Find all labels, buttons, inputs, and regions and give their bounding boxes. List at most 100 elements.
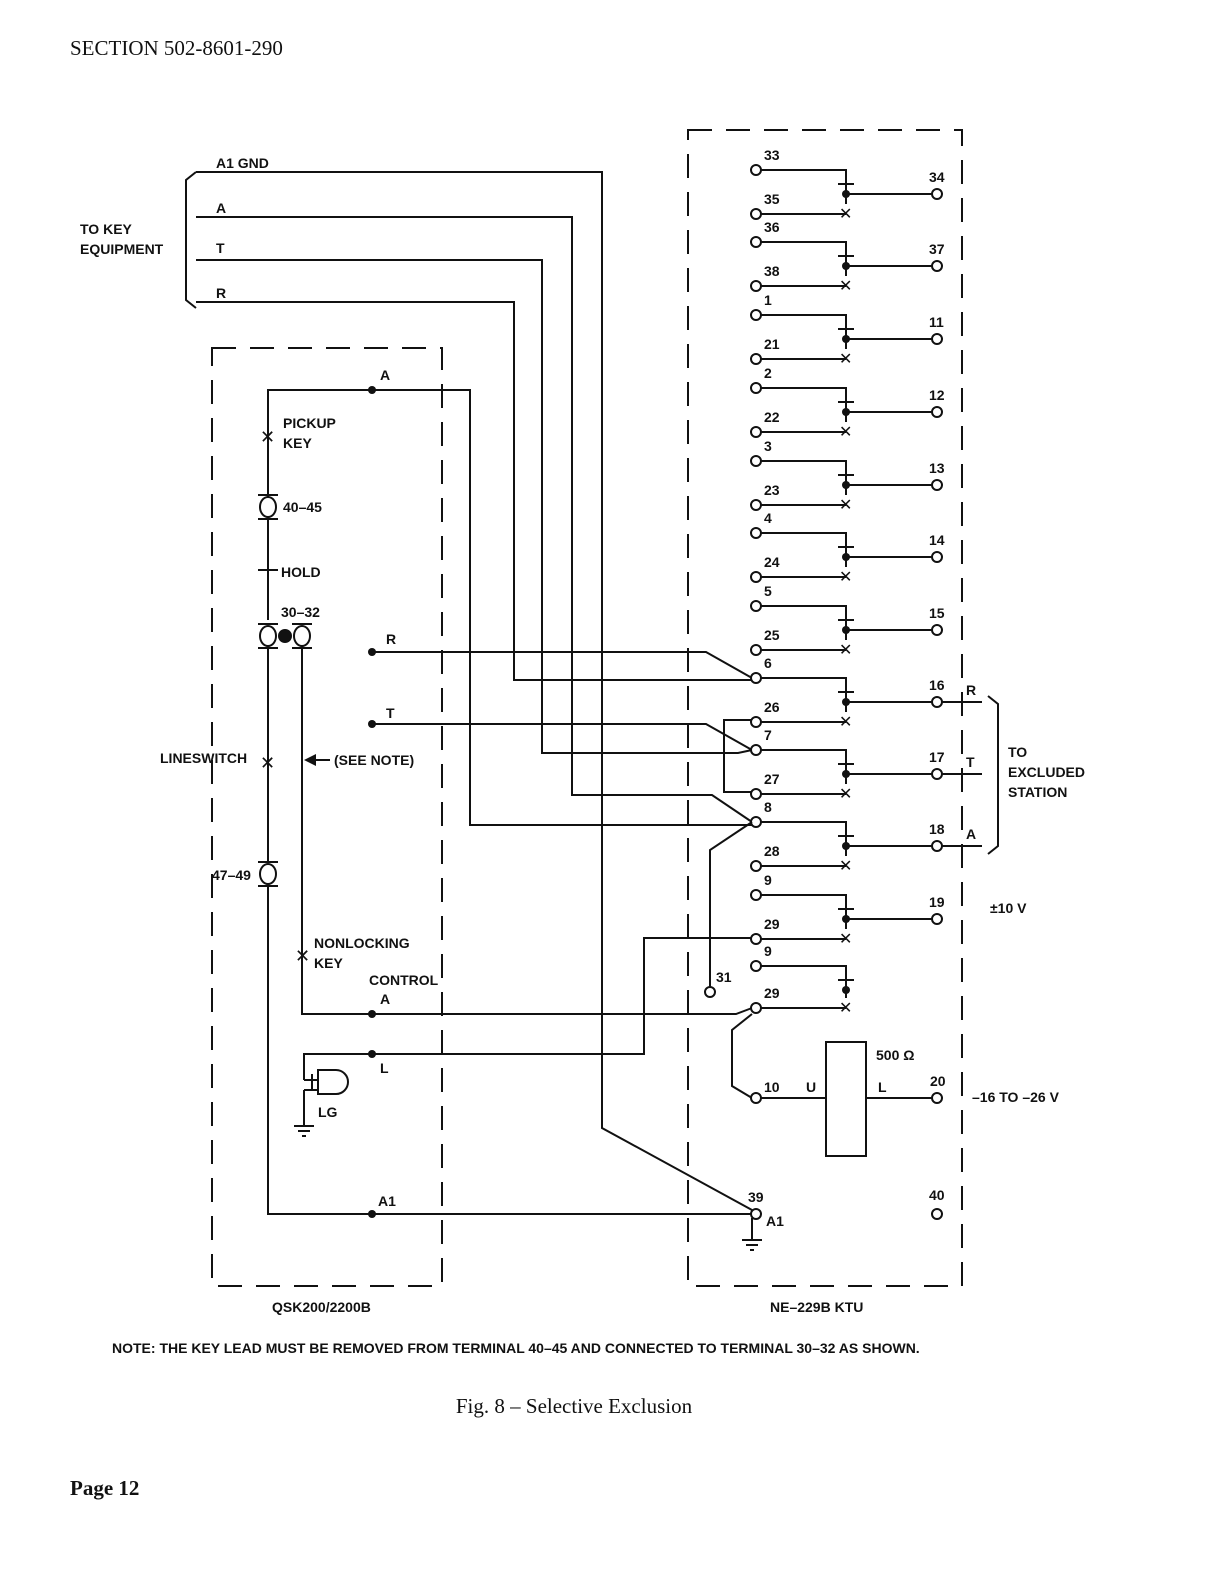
control-a-label: A [380,991,390,1007]
terminal-37 [931,260,943,272]
wire-qsk-r [372,651,753,679]
terminal-7-label: 7 [764,727,772,743]
lamp-lead [303,1053,372,1126]
terminal-29 [750,1002,762,1014]
terminal-13 [931,479,943,491]
ktu-name: NE–229B KTU [770,1299,863,1315]
terminal-18 [931,840,943,852]
terminal-19 [931,913,943,925]
terminal-30-32-symbol [258,623,312,649]
see-note-label: (SEE NOTE) [334,752,414,768]
ground-symbol-lamp [294,1125,314,1137]
terminal-29-label: 29 [764,916,780,932]
terminal-28 [750,860,762,872]
key-lead [301,646,372,1015]
terminal-23 [750,499,762,511]
terminal-4-label: 4 [764,510,772,526]
relay-break-26: ✕ [839,714,852,731]
terminal-6-label: 6 [764,655,772,671]
terminal-40 [931,1208,943,1220]
terminal-17 [931,768,943,780]
lamp-base [304,1074,318,1091]
pickup-key-label-1: PICKUP [283,415,336,431]
lineswitch-label: LINESWITCH [160,750,247,766]
excluded-a-label: A [966,826,976,842]
relay-break-21: ✕ [839,351,852,368]
key-equipment-bracket [185,171,197,309]
qsk-name: QSK200/2200B [272,1299,371,1315]
terminal-4 [750,527,762,539]
wire-qsk-a [372,389,752,826]
terminal-11 [931,333,943,345]
terminal-33-label: 33 [764,147,780,163]
relay-break-27: ✕ [839,786,852,803]
lamp-label: LG [318,1104,338,1120]
qsk-terminal-r: R [386,631,396,647]
excluded-r-label: R [966,682,976,698]
terminal-34 [931,188,943,200]
terminal-20-label: 20 [930,1073,946,1089]
qsk-terminal-a: A [380,367,390,383]
terminal-25-label: 25 [764,627,780,643]
terminal-30-32-ring-left [259,625,277,647]
terminal-11-label: 11 [929,314,944,330]
terminal-37-label: 37 [929,241,945,257]
strap-26-27 [723,719,752,793]
terminal-39-a1-label: A1 [766,1213,784,1229]
terminal-3-label: 3 [764,438,772,454]
terminal-28-label: 28 [764,843,780,859]
terminal-5 [750,600,762,612]
terminal-39 [750,1208,762,1220]
ktu-relay-circuits: 3335✕343638✕37121✕11222✕12323✕13424✕1452… [750,147,945,1017]
wire-t [196,259,753,754]
wire-31 [709,821,753,987]
hold-label: HOLD [281,564,321,580]
coil-500-ohm [825,1041,867,1157]
terminal-30-32-ring-right [293,625,311,647]
control-label: CONTROL [369,972,439,988]
terminal-31-label: 31 [716,969,732,985]
terminal-13-label: 13 [929,460,945,476]
terminal-21 [750,353,762,365]
qsk-terminal-l: L [380,1060,389,1076]
terminal-14-label: 14 [929,532,945,548]
note-text: NOTE: THE KEY LEAD MUST BE REMOVED FROM … [112,1340,920,1356]
terminal-16-label: 16 [929,677,945,693]
terminal-27-label: 27 [764,771,780,787]
terminal-9-label: 9 [764,872,772,888]
terminal-25 [750,644,762,656]
terminal-47-49-ring [259,863,277,885]
terminal-19-label: 19 [929,894,945,910]
see-note-arrowhead [304,754,316,766]
key-equipment-label-2: EQUIPMENT [80,241,164,257]
relay-break-38: ✕ [839,278,852,295]
lineswitch-x: ✕ [260,753,275,773]
relay-arm-dot-9 [842,986,850,994]
terminal-14 [931,551,943,563]
terminal-8-label: 8 [764,799,772,815]
terminal-38-label: 38 [764,263,780,279]
terminal-3 [750,455,762,467]
terminal-2-label: 2 [764,365,772,381]
terminal-26-label: 26 [764,699,780,715]
terminal-5-label: 5 [764,583,772,599]
wire-a1gnd [196,171,753,1211]
terminal-29 [750,933,762,945]
terminal-26 [750,716,762,728]
terminal-47-49-symbol [258,861,278,887]
resistor-label: 500 Ω [876,1047,914,1063]
terminal-40-label: 40 [929,1187,945,1203]
relay-break-28: ✕ [839,858,852,875]
page-number: Page 12 [70,1476,140,1500]
terminal-16 [931,696,943,708]
terminal-18-label: 18 [929,821,945,837]
terminal-30-32-dot [278,629,292,643]
pickup-key-x: ✕ [260,427,275,447]
terminal-9-label: 9 [764,943,772,959]
lead-r-label: R [216,285,226,301]
terminal-40-45-ring [259,496,277,518]
terminal-30-32-label: 30–32 [281,604,320,620]
excluded-t-label: T [966,754,975,770]
terminal-1 [750,309,762,321]
